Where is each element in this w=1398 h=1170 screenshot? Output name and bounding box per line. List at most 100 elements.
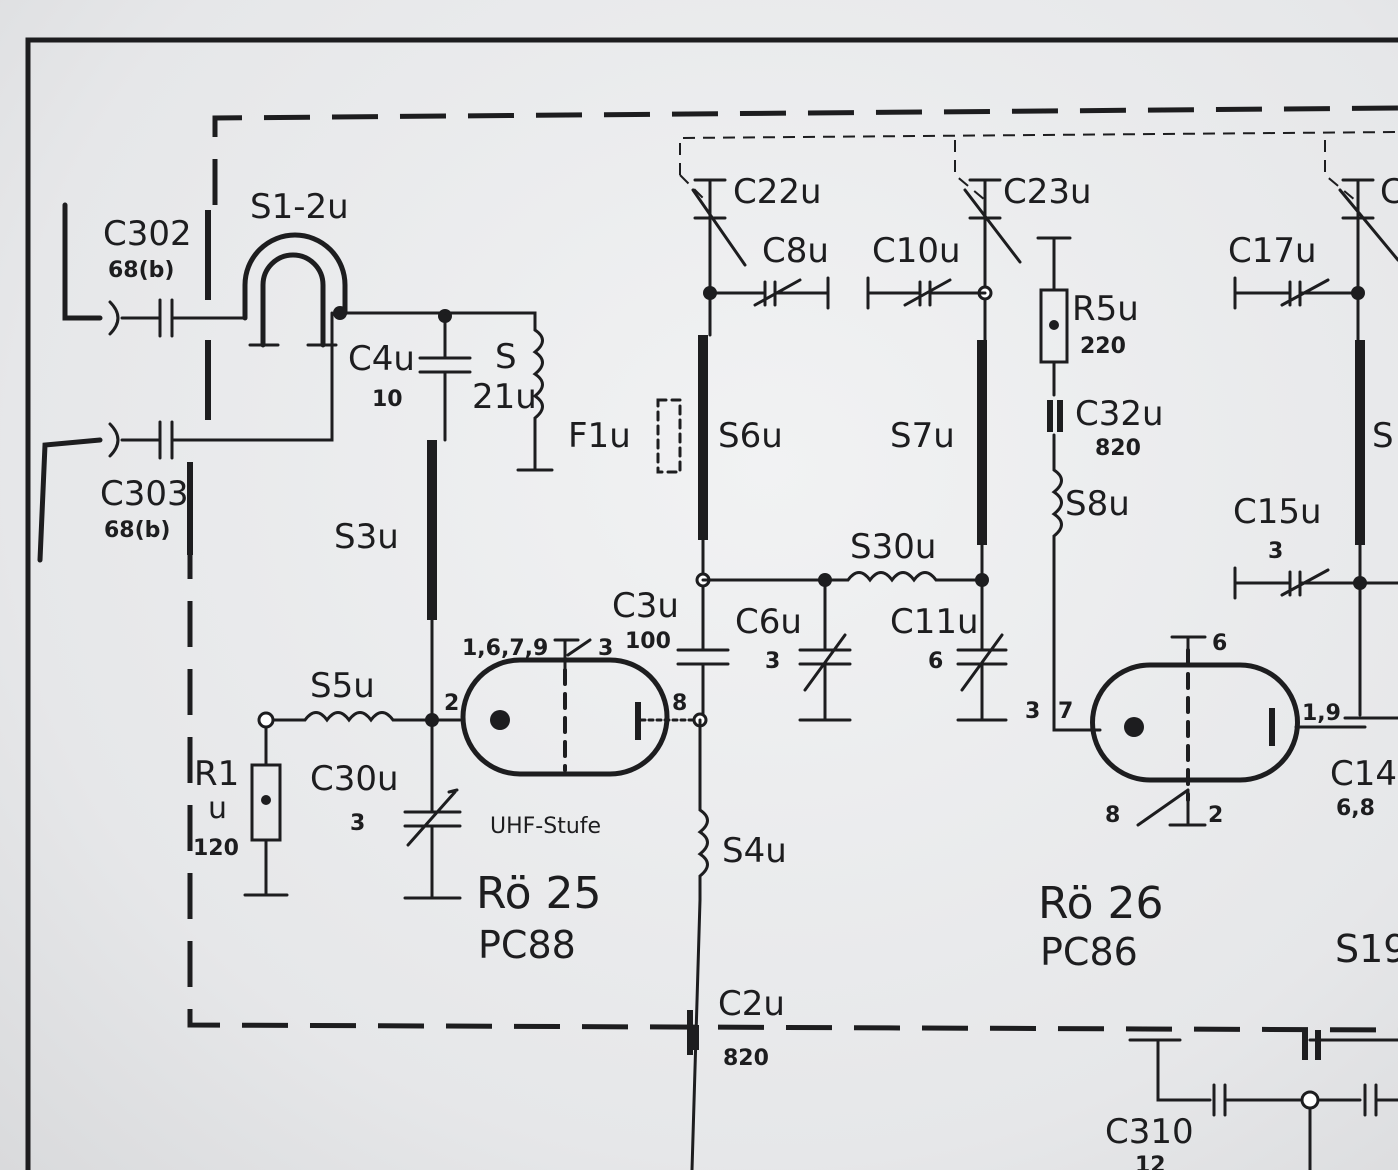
label-c23u: C23u [1003, 172, 1092, 212]
c4u-capacitor [418, 314, 472, 442]
label-pin-8: 8 [672, 691, 687, 716]
label-c14: C14 [1330, 754, 1397, 794]
label-c2u-value: 820 [723, 1046, 769, 1071]
label-pin-3: 3 [598, 636, 613, 661]
label-pin-6: 6 [1212, 631, 1227, 656]
c303-capacitor [120, 311, 334, 460]
r1-resistor [250, 763, 282, 842]
label-c310: C310 [1105, 1112, 1194, 1152]
c32u-capacitor [1047, 400, 1063, 432]
label-s19: S19 [1335, 927, 1398, 971]
s-21u-coil [516, 328, 554, 472]
s1-2u-inner [260, 252, 326, 348]
label-c303-value: 68(b) [104, 518, 170, 543]
label-c30u: C30u [310, 759, 399, 799]
label-s: S [495, 337, 517, 377]
input-coax-bottom [37, 437, 103, 563]
r5u-lead [1036, 236, 1072, 397]
label-s3u: S3u [334, 517, 399, 557]
label-s6u: S6u [718, 416, 783, 456]
label-c8u: C8u [762, 231, 829, 271]
junction-dot [333, 306, 347, 320]
label-s-21u: 21u [472, 377, 537, 417]
r5u-resistor [1039, 288, 1069, 364]
c2u-capacitor [687, 1010, 699, 1055]
label-pin-2b: 2 [1208, 803, 1223, 828]
coax-arc-2 [108, 422, 120, 458]
label-r1-u: u [208, 791, 227, 826]
label-c4u: C4u [348, 339, 415, 379]
label-s1-2u: S1-2u [250, 187, 349, 227]
label-ro26: Rö 26 [1038, 878, 1164, 929]
c310-plates [1302, 1030, 1321, 1060]
label-c14-value: 6,8 [1336, 796, 1375, 821]
shield-inner-dashed-2 [679, 140, 1356, 201]
label-ro25: Rö 25 [476, 868, 602, 919]
label-c10u: C10u [872, 231, 961, 271]
label-c303: C303 [100, 474, 189, 514]
input-coax-top [62, 202, 103, 321]
tube-ro25-cathode [490, 710, 510, 730]
label-c310-value: 12 [1135, 1153, 1166, 1170]
label-pin-8b: 8 [1105, 803, 1120, 828]
c10u-trimmer [866, 276, 987, 310]
label-c15u: C15u [1233, 492, 1322, 532]
c8u-trimmer [708, 276, 830, 310]
tube-ro26-cathode [1124, 717, 1144, 737]
label-f1u: F1u [568, 416, 631, 456]
terminal-circle [257, 711, 275, 729]
shield-inner-dashed [679, 131, 1398, 175]
label-pin-19: 1,9 [1302, 701, 1341, 726]
label-pin-7: 7 [1058, 699, 1073, 724]
label-r5u-value: 220 [1080, 334, 1126, 359]
label-s7u: S7u [890, 416, 955, 456]
c-trimmer-right [1338, 178, 1398, 262]
s5u-coil [271, 711, 462, 723]
junction-dot [1300, 1090, 1320, 1110]
coax-arc-1 [108, 300, 120, 336]
balun-shield-bars [187, 210, 211, 555]
shield-outline [212, 105, 1398, 205]
wire-s30 [701, 571, 984, 583]
r1-lead [243, 725, 289, 897]
label-r1: R1 [194, 754, 239, 794]
c23u-trimmer [963, 178, 1022, 264]
label-s4u: S4u [722, 831, 787, 871]
c310-network [1128, 1038, 1398, 1170]
label-c32u: C32u [1075, 394, 1164, 434]
label-s8u: S8u [1065, 484, 1130, 524]
c22u-trimmer [691, 178, 747, 267]
label-pc86: PC86 [1040, 930, 1138, 974]
label-pins-25: 1,6,7,9 [462, 636, 548, 661]
c17u-trimmer [1233, 276, 1360, 310]
label-c302: C302 [103, 214, 192, 254]
label-c3u: C3u [612, 586, 679, 626]
label-uhf-stufe: UHF-Stufe [490, 814, 601, 839]
label-c15u-value: 3 [1268, 539, 1283, 564]
label-c-right: C [1380, 172, 1398, 212]
s8u-coil [1051, 433, 1102, 732]
outer-frame-line [25, 37, 1398, 1170]
label-c4u-value: 10 [372, 387, 403, 412]
label-s30u: S30u [850, 527, 936, 567]
c30u-trimmer [403, 718, 462, 900]
wire-col3b [1343, 543, 1398, 720]
tube-ro25-grid-lead [553, 638, 592, 672]
s4u-coil [690, 718, 709, 1170]
wire-node-top [338, 311, 537, 332]
tube-ro26-leads [1136, 635, 1207, 827]
f1u-filter [656, 398, 682, 474]
tube-ro25-envelope [460, 657, 670, 777]
c6u-trimmer [798, 578, 852, 722]
junction-dot [975, 573, 989, 587]
label-c22u: C22u [733, 172, 822, 212]
label-pin-3b: 3 [1025, 699, 1040, 724]
label-c32u-value: 820 [1095, 436, 1141, 461]
label-c302-value: 68(b) [108, 258, 174, 283]
label-c2u: C2u [718, 984, 785, 1024]
label-pc88: PC88 [478, 923, 576, 967]
label-c30u-value: 3 [350, 811, 365, 836]
s1-2u-loop [242, 232, 348, 321]
